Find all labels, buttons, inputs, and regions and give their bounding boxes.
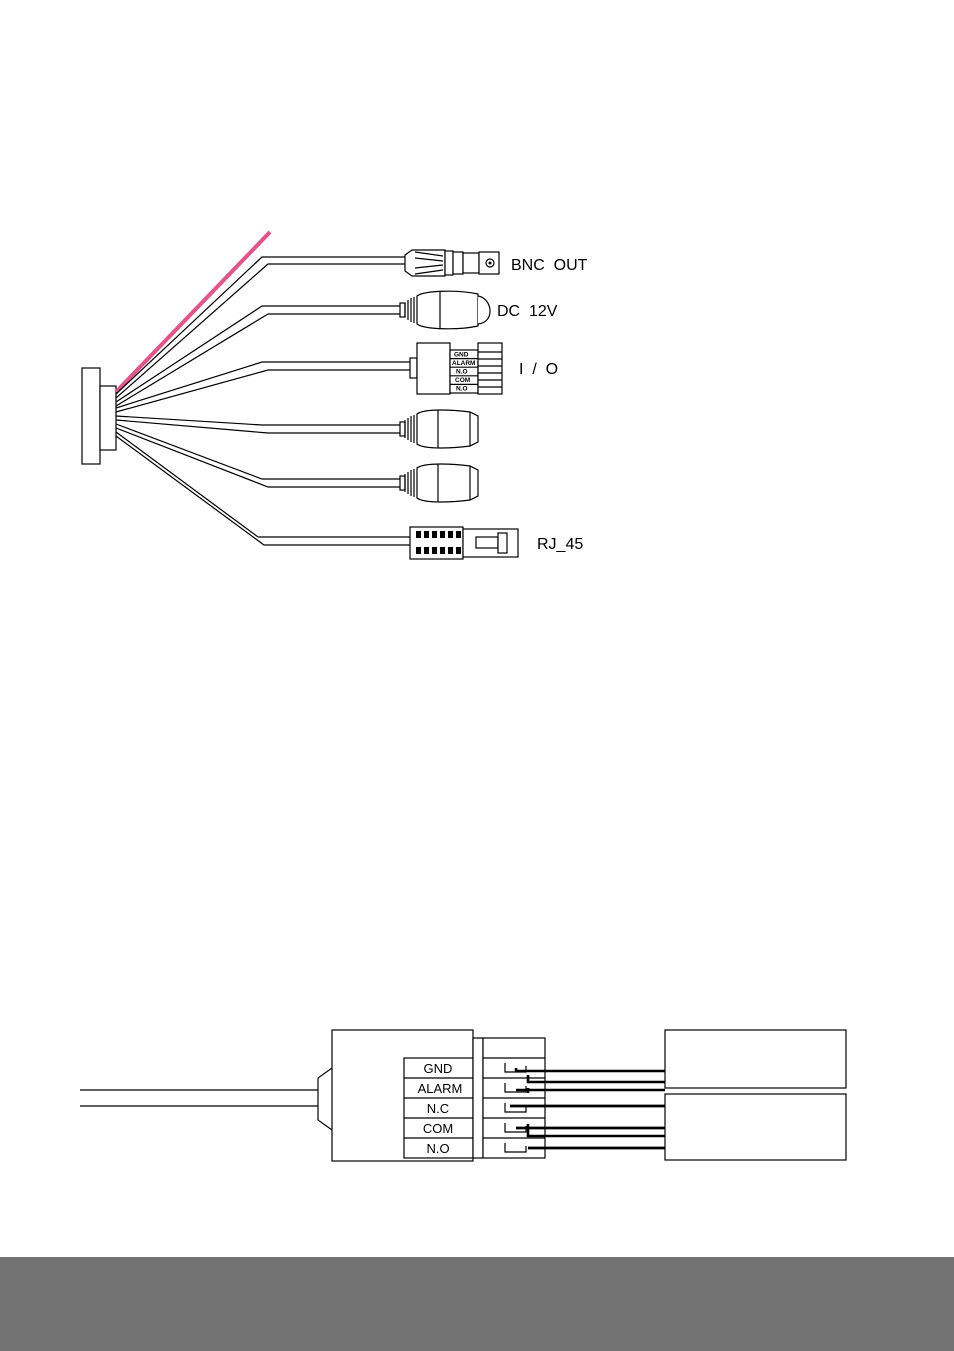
bnc-out-label: BNC OUT — [511, 257, 588, 274]
rj45-connector — [410, 527, 518, 559]
rca-connector-1 — [400, 410, 478, 448]
external-device-box-2 — [665, 1094, 846, 1160]
io-small-gnd: GND — [454, 352, 469, 359]
dc-12v-label: DC 12V — [497, 303, 558, 320]
io-cable-wires — [80, 1090, 318, 1106]
io-small-alarm: ALARM — [452, 360, 475, 367]
io-terminal-alarm: ALARM — [418, 1081, 463, 1096]
io-terminal-com: COM — [423, 1121, 453, 1136]
highlight-line — [116, 232, 270, 392]
rca-connector-2 — [400, 464, 478, 502]
bnc-connector — [405, 250, 499, 276]
io-terminal-nc: N.C — [427, 1101, 449, 1116]
io-small-no-2: N.O — [456, 386, 468, 393]
rj45-label: RJ_45 — [537, 536, 583, 553]
io-terminal-no: N.O — [426, 1141, 449, 1156]
camera-body-stub — [82, 368, 116, 464]
io-label: I / O — [519, 361, 558, 378]
external-device-box-1 — [665, 1030, 846, 1088]
dc-power-plug — [400, 291, 490, 329]
io-terminal-block-large — [473, 1038, 545, 1158]
cable-bundle — [116, 257, 416, 545]
io-small-com: COM — [455, 377, 470, 384]
io-terminal-gnd: GND — [424, 1061, 453, 1076]
footer-bar — [0, 1257, 954, 1351]
io-small-no-1: N.O — [456, 369, 468, 376]
